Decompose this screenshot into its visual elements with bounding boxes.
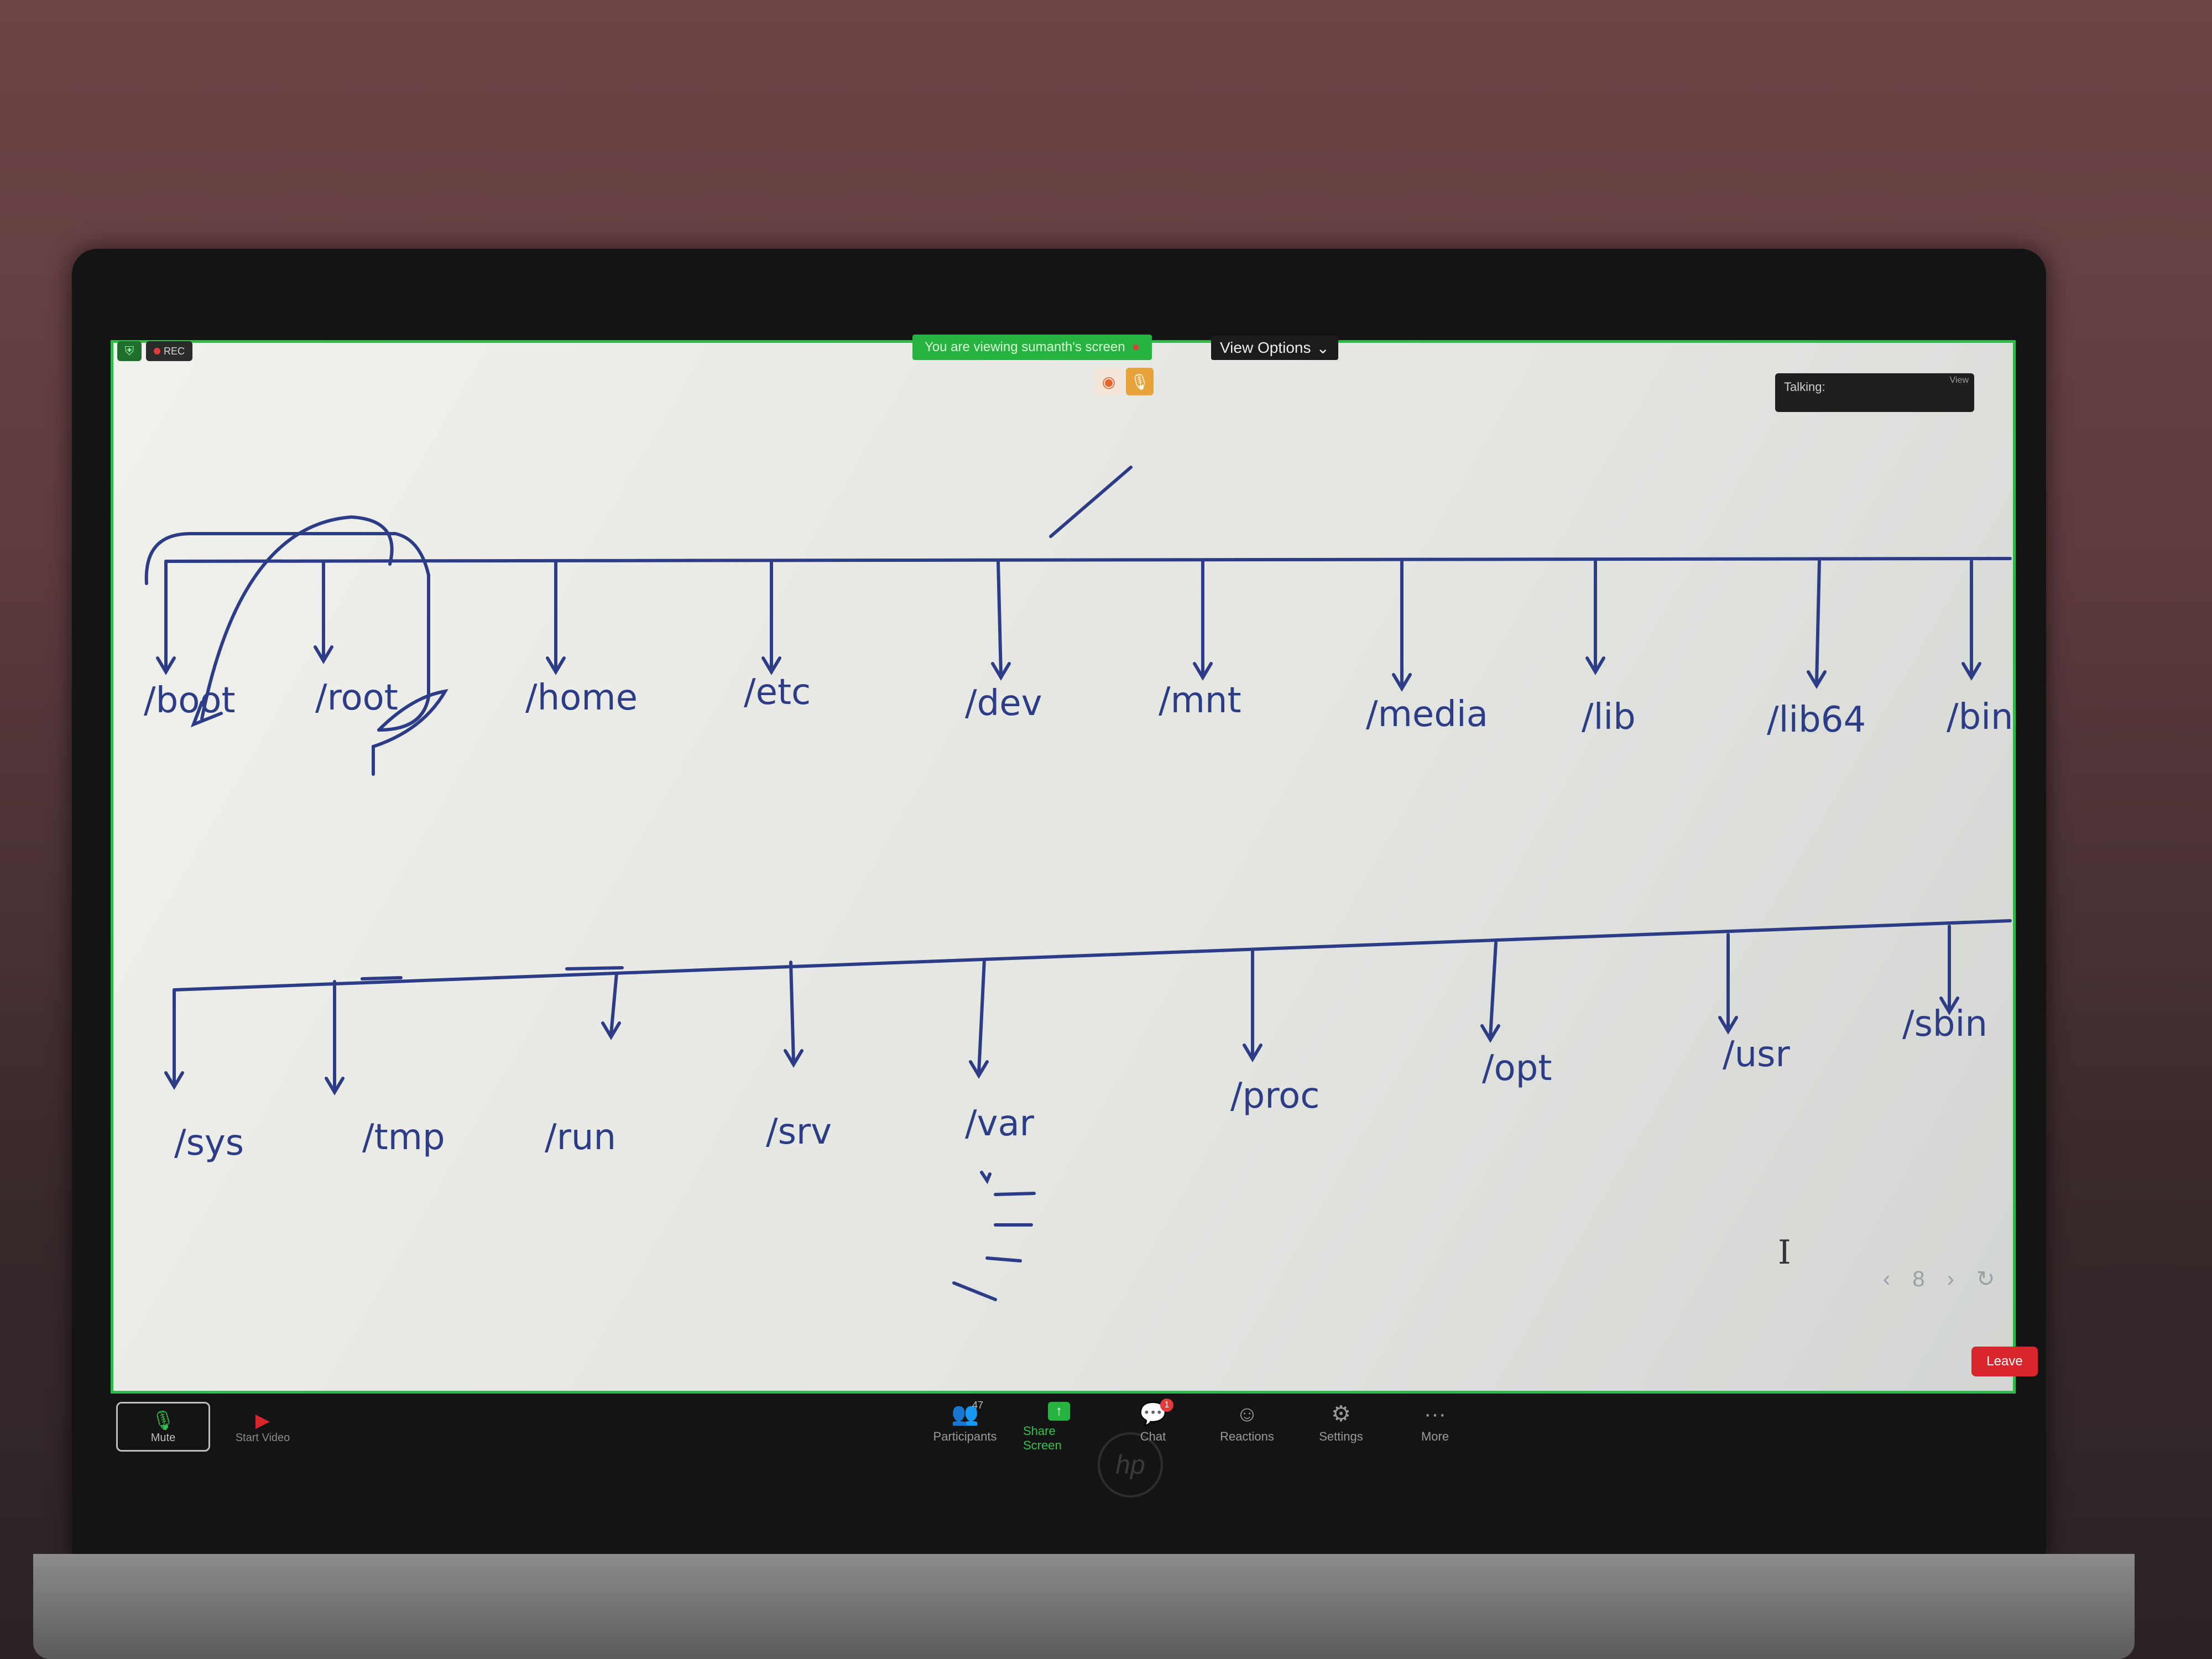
dir-label-etc: /etc (744, 672, 811, 713)
dir-label-mnt: /mnt (1159, 680, 1241, 721)
whiteboard-pager: ‹ 8 › ↻ (1883, 1266, 1995, 1292)
participants-label: Participants (933, 1430, 997, 1443)
rotate-icon[interactable]: ↻ (1976, 1267, 1995, 1291)
next-page-icon[interactable]: › (1947, 1266, 1954, 1291)
dir-label-usr: /usr (1723, 1034, 1790, 1075)
reactions-label: Reactions (1220, 1430, 1274, 1443)
bottom-tick-a (361, 976, 403, 980)
participants-count: 47 (972, 1400, 984, 1411)
dir-label-lib: /lib (1582, 697, 1636, 738)
participants-button[interactable]: 👥 47 Participants (929, 1400, 1001, 1453)
dir-label-tmp: /tmp (362, 1117, 445, 1158)
dir-label-srv: /srv (766, 1112, 832, 1152)
bottom-tick-b (565, 966, 624, 971)
reactions-button[interactable]: ☺ Reactions (1211, 1402, 1283, 1453)
annotation-tick (190, 701, 223, 728)
share-screen-label: Share Screen (1023, 1424, 1062, 1452)
talking-view-button[interactable]: View (1949, 375, 1969, 385)
dir-label-home: /home (525, 677, 638, 718)
dir-label-lib64: /lib64 (1767, 700, 1866, 740)
chat-badge: 1 (1160, 1399, 1173, 1412)
video-off-icon: ▶ (255, 1410, 270, 1431)
gear-icon: ⚙ (1331, 1402, 1351, 1426)
presenter-app-icons: ◉ 🎙 (1095, 368, 1154, 395)
dir-label-sbin: /sbin (1902, 1004, 1987, 1045)
rec-label: REC (164, 345, 185, 357)
chevron-down-icon: ⌄ (1316, 339, 1329, 357)
leave-button[interactable]: Leave (1971, 1347, 2038, 1376)
top-left-badges: ⛨ REC (117, 341, 193, 361)
shield-icon[interactable]: ⛨ (117, 341, 142, 361)
dir-label-sys: /sys (174, 1123, 244, 1164)
whiteboard-canvas: /boot /root /home /etc /dev /mnt /media … (113, 343, 2013, 1391)
record-dot-icon: ● (1131, 340, 1140, 354)
browser-icon: ◉ (1095, 368, 1123, 395)
view-options-button[interactable]: View Options ⌄ (1211, 336, 1338, 360)
start-video-label: Start Video (235, 1431, 290, 1444)
more-label: More (1421, 1430, 1449, 1443)
talking-indicator: Talking: View (1775, 373, 1974, 412)
microphone-icon: 🎙 (1126, 368, 1154, 395)
mute-label: Mute (150, 1431, 176, 1444)
settings-button[interactable]: ⚙ Settings (1305, 1402, 1377, 1453)
more-button[interactable]: ··· More (1399, 1402, 1471, 1453)
rec-dot-icon (154, 348, 160, 354)
annotation-loop-2 (200, 515, 394, 721)
annotation-hook (372, 688, 448, 776)
settings-label: Settings (1319, 1430, 1363, 1443)
dir-label-proc: /proc (1230, 1076, 1320, 1117)
bottom-arrows (164, 925, 1959, 1095)
mute-button[interactable]: 🎙 Mute (116, 1402, 210, 1452)
dir-label-boot: /boot (144, 680, 236, 721)
text-cursor-icon: I (1778, 1233, 1791, 1272)
meeting-toolbar: 🎙 Mute ▶ Start Video 👥 47 Participants ↑… (111, 1391, 2016, 1474)
chat-button[interactable]: 💬 1 Chat (1117, 1399, 1189, 1453)
start-video-button[interactable]: ▶ Start Video (221, 1402, 304, 1452)
viewing-banner: You are viewing sumanth's screen ● (912, 335, 1152, 360)
reactions-icon: ☺ (1235, 1402, 1259, 1426)
share-screen-icon: ↑ (1048, 1402, 1070, 1421)
root-slash-stroke (1049, 466, 1133, 538)
var-scribbles (952, 1171, 1036, 1301)
viewing-banner-text: You are viewing sumanth's screen (925, 340, 1125, 354)
toolbar-center-group: 👥 47 Participants ↑ Share Screen 💬 1 Cha… (929, 1399, 1471, 1453)
screen: /boot /root /home /etc /dev /mnt /media … (111, 335, 2038, 1452)
dir-label-opt: /opt (1482, 1048, 1552, 1089)
share-screen-button[interactable]: ↑ Share Screen (1023, 1402, 1095, 1453)
prev-page-icon[interactable]: ‹ (1883, 1266, 1891, 1291)
dir-label-run: /run (545, 1117, 616, 1158)
page-number: 8 (1912, 1266, 1925, 1291)
talking-label: Talking: (1784, 380, 1825, 394)
laptop-base (33, 1554, 2135, 1659)
chat-label: Chat (1140, 1430, 1166, 1443)
microphone-icon: 🎙 (151, 1410, 175, 1431)
hp-logo: hp (1098, 1432, 1163, 1498)
top-branch-line (164, 557, 2012, 563)
dir-label-root: /root (315, 677, 398, 718)
bottom-branch-line (173, 919, 2012, 992)
dir-label-bin: /bin (1947, 697, 2013, 738)
annotation-loop (144, 532, 430, 732)
dir-label-media: /media (1366, 694, 1488, 735)
directory-tree-drawing (144, 466, 2012, 1301)
ellipsis-icon: ··· (1424, 1402, 1446, 1426)
recording-badge[interactable]: REC (146, 341, 193, 361)
dir-label-dev: /dev (965, 683, 1042, 724)
participants-icon: 👥 (951, 1402, 979, 1426)
dir-label-var: /var (965, 1103, 1034, 1144)
top-arrows (156, 560, 1981, 692)
view-options-label: View Options (1220, 339, 1311, 356)
